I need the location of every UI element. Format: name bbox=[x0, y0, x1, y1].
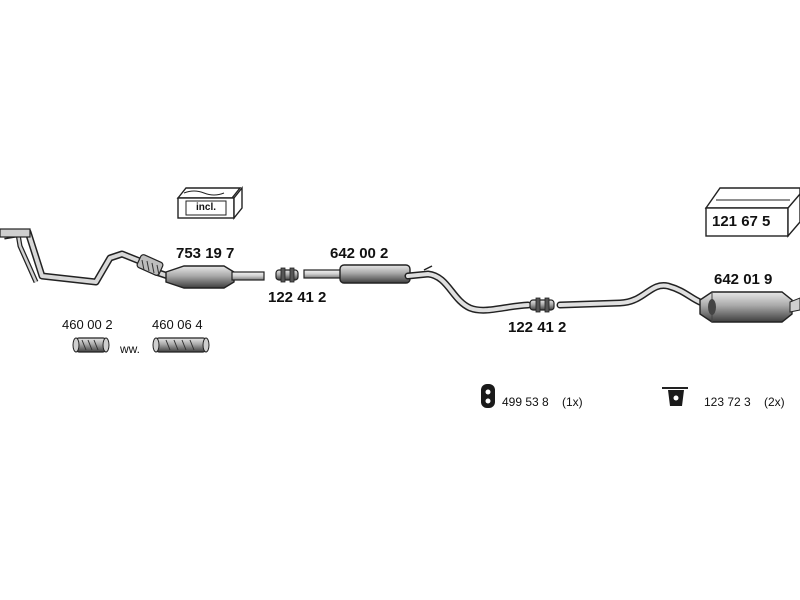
gasket-a-label: 460 00 2 bbox=[62, 317, 113, 332]
rear-muffler bbox=[556, 282, 800, 323]
pipe-clamp-front bbox=[275, 267, 299, 283]
gasket-a-icon bbox=[72, 337, 110, 353]
catalytic-converter bbox=[165, 265, 265, 289]
clamp-front-label: 122 41 2 bbox=[268, 289, 327, 306]
part-642-01-9-label: 642 01 9 bbox=[714, 271, 773, 288]
kit-box-icon bbox=[704, 187, 800, 238]
rubber-mount-icon bbox=[481, 384, 495, 408]
gasket-box-icon bbox=[176, 186, 243, 220]
clamp-rear-label: 122 41 2 bbox=[508, 319, 567, 336]
gasket-separator-label: ww. bbox=[120, 342, 141, 356]
part-753-19-7-label: 753 19 7 bbox=[176, 245, 235, 262]
hanger-icon bbox=[662, 387, 688, 406]
part-642-00-2-label: 642 00 2 bbox=[330, 245, 389, 262]
gasket-b-icon bbox=[152, 337, 210, 353]
rubber-mount-number: 499 53 8 bbox=[502, 395, 549, 409]
flex-section bbox=[136, 254, 164, 276]
hanger-number: 123 72 3 bbox=[704, 395, 751, 409]
kit-number-label: 121 67 5 bbox=[712, 213, 771, 230]
hanger-qty: (2x) bbox=[764, 395, 785, 409]
pipe-clamp-rear bbox=[529, 297, 555, 313]
front-downpipe bbox=[0, 228, 170, 286]
rubber-mount-qty: (1x) bbox=[562, 395, 583, 409]
box-incl-label: incl. bbox=[196, 202, 217, 213]
front-muffler bbox=[303, 264, 532, 314]
gasket-b-label: 460 06 4 bbox=[152, 317, 203, 332]
